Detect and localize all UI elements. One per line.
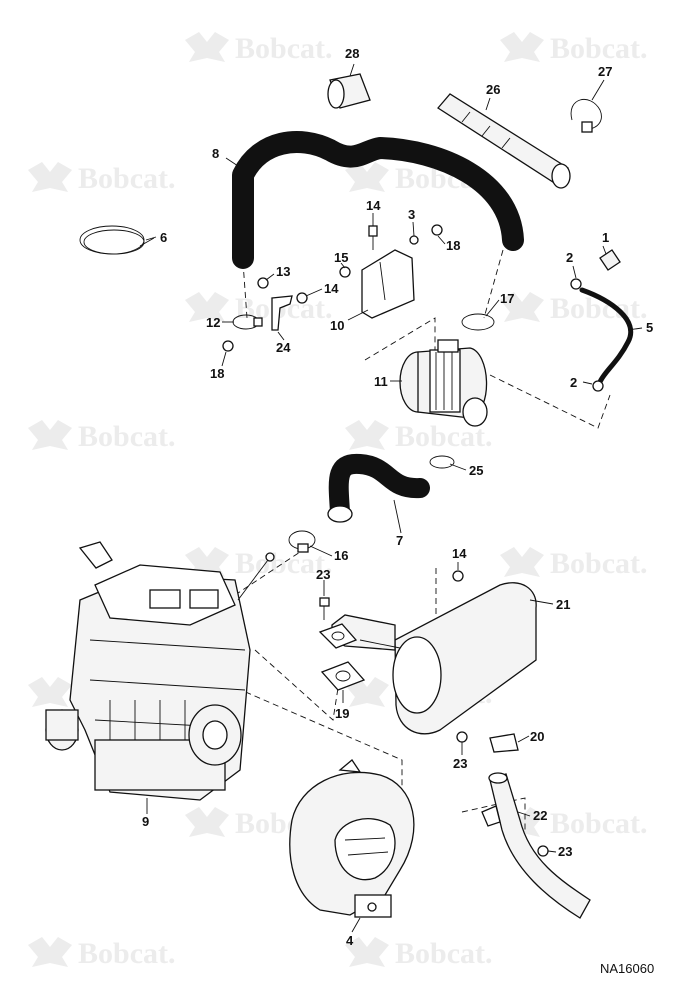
watermark-text: Bobcat. [235,32,333,65]
part-1-fitting [599,249,621,271]
callout-6: 6 [160,230,167,245]
callout-25: 25 [469,463,483,478]
callout-22: 22 [533,808,547,823]
part-16-clamp [288,530,316,553]
callout-23b: 23 [453,756,467,771]
watermark-text: Bobcat. [550,547,648,580]
callout-23c: 23 [558,844,572,859]
callout-2b: 2 [570,375,577,390]
watermark: Bobcat. [500,32,648,65]
part-20-clamp [489,733,519,753]
callout-15: 15 [334,250,348,265]
part-2-fitting [570,278,582,290]
part-24-bracket [271,295,293,331]
callout-2a: 2 [566,250,573,265]
callout-11: 11 [374,374,388,389]
part-25-clamp [429,455,455,469]
part-9-engine [45,541,275,801]
part-2-fitting [592,380,604,392]
watermark-text: Bobcat. [78,420,176,453]
fastener-bolt [368,225,378,250]
callout-26: 26 [486,82,500,97]
callout-19: 19 [335,706,349,721]
callout-18b: 18 [210,366,224,381]
watermark-text: Bobcat. [78,162,176,195]
fastener-bolt [456,731,468,743]
watermark-text: Bobcat. [235,547,333,580]
fastener-bolt [537,845,549,857]
callout-7: 7 [396,533,403,548]
part-5-line [579,287,634,385]
watermark-text: Bobcat. [550,32,648,65]
part-7-elbow-hose [327,453,430,523]
callout-1: 1 [602,230,609,245]
callout-20: 20 [530,729,544,744]
part-8-intake-hose [232,131,524,269]
part-4-blower-housing [289,759,415,918]
callout-18a: 18 [446,238,460,253]
watermark: Bobcat. [185,547,333,580]
callout-5: 5 [646,320,653,335]
callout-8: 8 [212,146,219,161]
fastener-nut [222,340,234,352]
part-10-bracket [361,249,415,319]
part-26-sleeve [437,93,571,189]
callout-14c: 14 [452,546,467,561]
callout-labels: 28 26 27 8 6 14 3 18 1 2 5 2 15 13 14 10… [142,46,653,948]
callout-10: 10 [330,318,344,333]
callout-17: 17 [500,291,514,306]
watermark: Bobcat. [500,547,648,580]
watermark: Bobcat. [28,937,176,970]
leader-lines [145,63,643,933]
fastener-nut [431,224,443,236]
callout-3: 3 [408,207,415,222]
fastener-washer [409,235,419,245]
drawing-code: NA16060 [600,961,654,976]
watermark-text: Bobcat. [395,937,493,970]
callout-28: 28 [345,46,359,61]
watermark: Bobcat. [28,420,176,453]
watermark: Bobcat. [345,937,493,970]
callout-16: 16 [334,548,348,563]
part-27-clamp [570,99,602,133]
part-17-clamp [461,313,495,331]
watermark-text: Bobcat. [78,937,176,970]
part-28-sleeve [327,73,371,109]
fastener-bolt [296,292,308,304]
part-21-muffler [331,582,537,735]
fastener-bolt [319,597,330,620]
callout-23a: 23 [316,567,330,582]
callout-14a: 14 [366,198,381,213]
watermark: Bobcat. [185,32,333,65]
part-6-tube-coil [79,225,155,255]
callout-27: 27 [598,64,612,79]
part-11-air-cleaner [399,339,488,427]
fastener-bolt [452,570,464,582]
callout-14b: 14 [324,281,339,296]
callout-24: 24 [276,340,291,355]
callout-9: 9 [142,814,149,829]
fastener-bolt [339,266,351,278]
fastener-nut [257,277,269,289]
callout-4: 4 [346,933,354,948]
callout-12: 12 [206,315,220,330]
callout-13: 13 [276,264,290,279]
watermark-text: Bobcat. [550,807,648,840]
part-19-gasket [318,623,358,649]
callout-21: 21 [556,597,570,612]
part-19-gasket [320,661,366,691]
part-22-tailpipe [481,772,591,919]
watermark: Bobcat. [28,162,176,195]
